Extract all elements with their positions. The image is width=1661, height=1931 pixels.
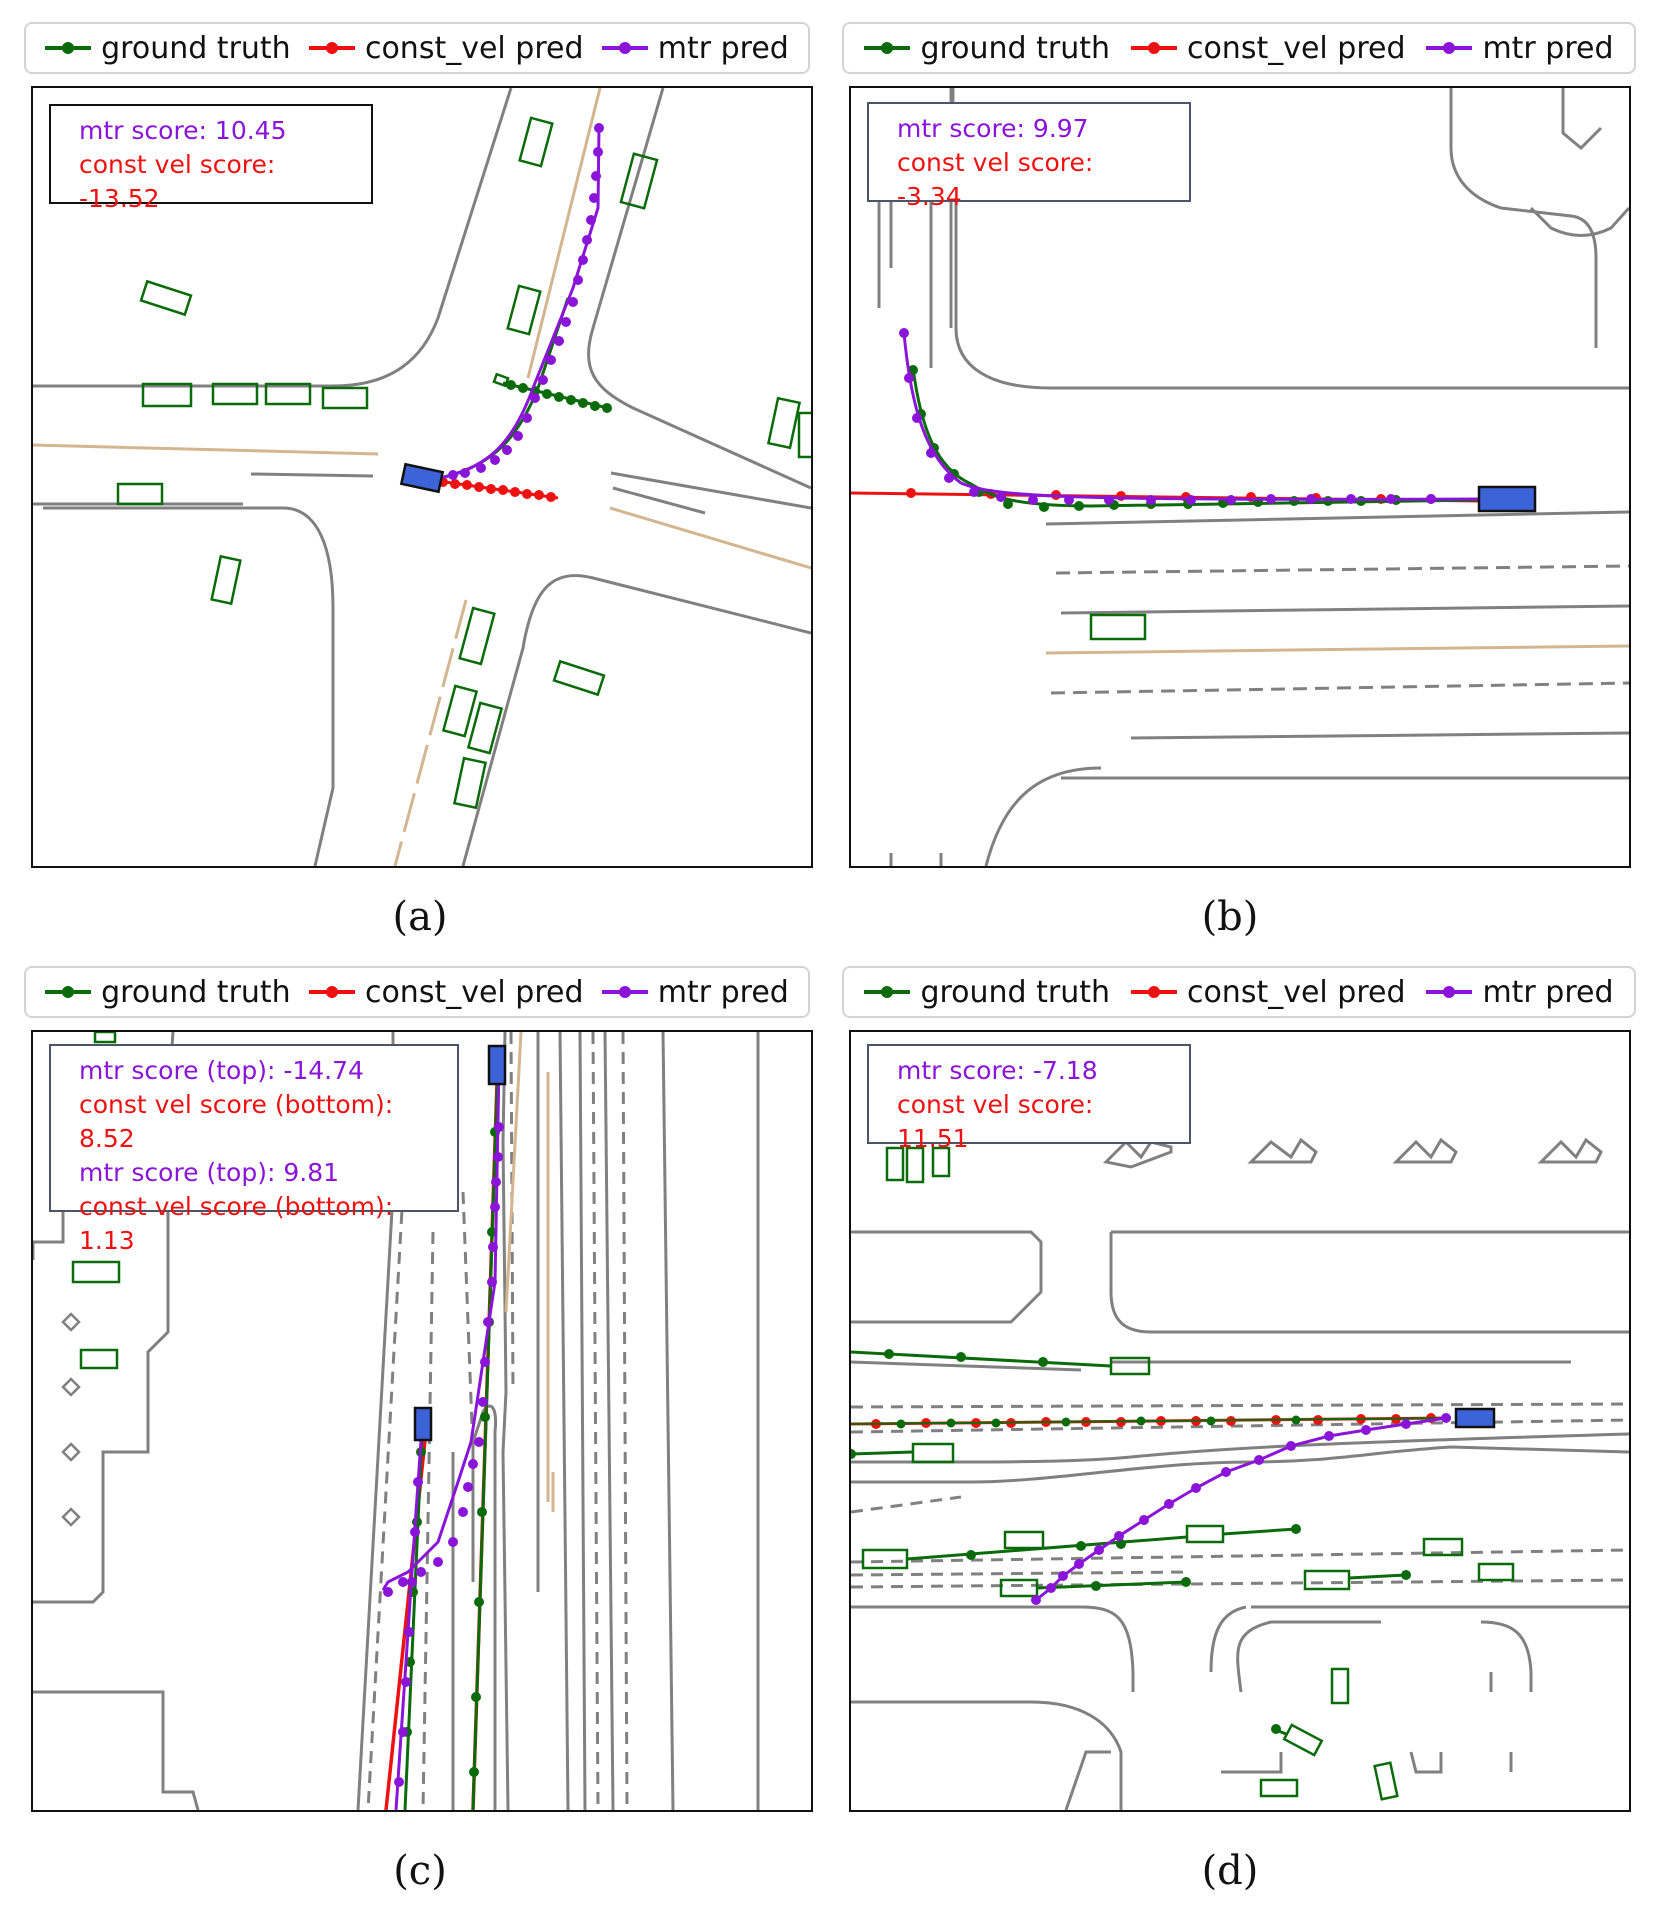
score-box-a: mtr score: 10.45 const vel score: -13.52 xyxy=(49,104,373,213)
legend-ground-truth: ground truth xyxy=(45,975,291,1010)
legend-mtr: mtr pred xyxy=(1426,30,1614,66)
mtr-trajectory-a xyxy=(439,123,604,480)
const-vel-swatch xyxy=(1130,986,1177,998)
plot-b: mtr score: 9.97 const vel score: -3.34 xyxy=(849,86,1631,868)
caption-a: (a) xyxy=(392,894,448,940)
agent-boxes xyxy=(1089,613,1147,641)
legend-const-vel: const_vel pred xyxy=(1130,30,1406,66)
ego-vehicle xyxy=(1477,485,1537,513)
score-line: mtr score: 9.97 xyxy=(897,114,1089,143)
caption-b: (b) xyxy=(1201,894,1259,940)
legend-mtr: mtr pred xyxy=(1426,974,1614,1010)
road-lines xyxy=(851,1087,1629,1810)
score-line: const vel score: -3.34 xyxy=(897,148,1094,211)
const-vel-trajectory-a xyxy=(437,477,559,502)
legend-const-vel: const_vel pred xyxy=(1130,974,1406,1010)
legend-ground-truth-label: ground truth xyxy=(920,30,1111,66)
legend-const-vel-label: const_vel pred xyxy=(1186,974,1406,1010)
mtr-swatch xyxy=(1426,986,1473,998)
legend-d: ground truth const_vel pred mtr pred xyxy=(842,966,1636,1018)
mtr-trajectory-d xyxy=(1031,1413,1451,1605)
legend-const-vel: const_vel pred xyxy=(308,974,584,1010)
score-box-d: mtr score: -7.18 const vel score: 11.51 xyxy=(867,1044,1191,1153)
plot-d: mtr score: -7.18 const vel score: 11.51 xyxy=(849,1030,1631,1812)
ego-vehicle xyxy=(487,1044,507,1086)
road-lines xyxy=(877,88,1629,866)
legend-ground-truth-label: ground truth xyxy=(101,974,291,1010)
legend-const-vel-label: const_vel pred xyxy=(1186,30,1406,66)
legend-mtr-label: mtr pred xyxy=(1482,30,1614,66)
caption-c: (c) xyxy=(393,1848,447,1894)
const-vel-swatch xyxy=(308,42,355,54)
const-vel-swatch xyxy=(1130,42,1177,54)
agent-boxes xyxy=(71,1032,121,1370)
caption-d: (d) xyxy=(1201,1848,1259,1894)
legend-ground-truth: ground truth xyxy=(864,31,1110,66)
score-line: const vel score: -13.52 xyxy=(79,150,276,213)
ground-truth-swatch xyxy=(864,42,911,54)
legend-ground-truth-label: ground truth xyxy=(920,974,1111,1010)
mtr-trajectory-b xyxy=(899,328,1482,505)
legend-const-vel-label: const_vel pred xyxy=(364,974,584,1010)
map-b xyxy=(851,88,1629,866)
score-line: const vel score: 11.51 xyxy=(897,1090,1094,1153)
ego-vehicle xyxy=(399,462,445,494)
road-lines xyxy=(33,1032,760,1810)
gt-other-agents xyxy=(851,1349,1411,1736)
score-line: mtr score: -7.18 xyxy=(897,1056,1098,1085)
agent-boxes xyxy=(861,1146,1515,1801)
ground-truth-swatch xyxy=(45,42,92,54)
legend-mtr-label: mtr pred xyxy=(1482,974,1614,1010)
lane-center-lines xyxy=(1045,644,1629,655)
legend-ground-truth-label: ground truth xyxy=(101,30,291,66)
score-box-b: mtr score: 9.97 const vel score: -3.34 xyxy=(867,102,1191,211)
road-lines xyxy=(33,88,811,866)
agent-boxes xyxy=(116,116,811,810)
const-vel-swatch xyxy=(308,986,355,998)
plot-c: mtr score (top): -14.74 const vel score … xyxy=(31,1030,813,1812)
legend-c: ground truth const_vel pred mtr pred xyxy=(24,966,810,1018)
plot-a: mtr score: 10.45 const vel score: -13.52 xyxy=(31,86,813,868)
ego-vehicle xyxy=(413,1406,433,1442)
score-line: mtr score (top): 9.81 xyxy=(79,1158,340,1187)
ground-truth-trajectory-d xyxy=(851,1415,1452,1429)
map-c xyxy=(33,1032,760,1810)
mtr-swatch xyxy=(601,42,648,54)
gt-cross-traffic xyxy=(502,380,612,413)
score-line: mtr score: 10.45 xyxy=(79,116,287,145)
score-box-c: mtr score (top): -14.74 const vel score … xyxy=(49,1044,459,1255)
lane-dashes xyxy=(851,1402,1629,1589)
mtr-swatch xyxy=(601,986,648,998)
ground-truth-swatch xyxy=(45,986,92,998)
lane-center-lines xyxy=(33,88,811,866)
mtr-trajectory-c xyxy=(381,1066,504,1810)
ego-vehicle xyxy=(1454,1407,1496,1429)
legend-const-vel: const_vel pred xyxy=(308,30,584,66)
legend-mtr: mtr pred xyxy=(601,30,789,66)
ground-truth-swatch xyxy=(864,986,911,998)
score-line: mtr score (top): -14.74 xyxy=(79,1056,364,1085)
score-line: const vel score (bottom): 8.52 xyxy=(79,1090,394,1153)
legend-ground-truth: ground truth xyxy=(864,975,1110,1010)
legend-mtr-label: mtr pred xyxy=(657,974,789,1010)
legend-a: ground truth const_vel pred mtr pred xyxy=(24,22,810,74)
legend-b: ground truth const_vel pred mtr pred xyxy=(842,22,1636,74)
legend-ground-truth: ground truth xyxy=(45,31,291,66)
legend-const-vel-label: const_vel pred xyxy=(364,30,584,66)
mtr-swatch xyxy=(1426,42,1473,54)
map-d xyxy=(851,1087,1629,1810)
parking-markers xyxy=(61,1312,81,1527)
legend-mtr-label: mtr pred xyxy=(657,30,789,66)
map-a xyxy=(33,88,811,866)
score-line: const vel score (bottom): 1.13 xyxy=(79,1192,394,1255)
legend-mtr: mtr pred xyxy=(601,974,789,1010)
lane-center-lines xyxy=(504,1032,555,1512)
